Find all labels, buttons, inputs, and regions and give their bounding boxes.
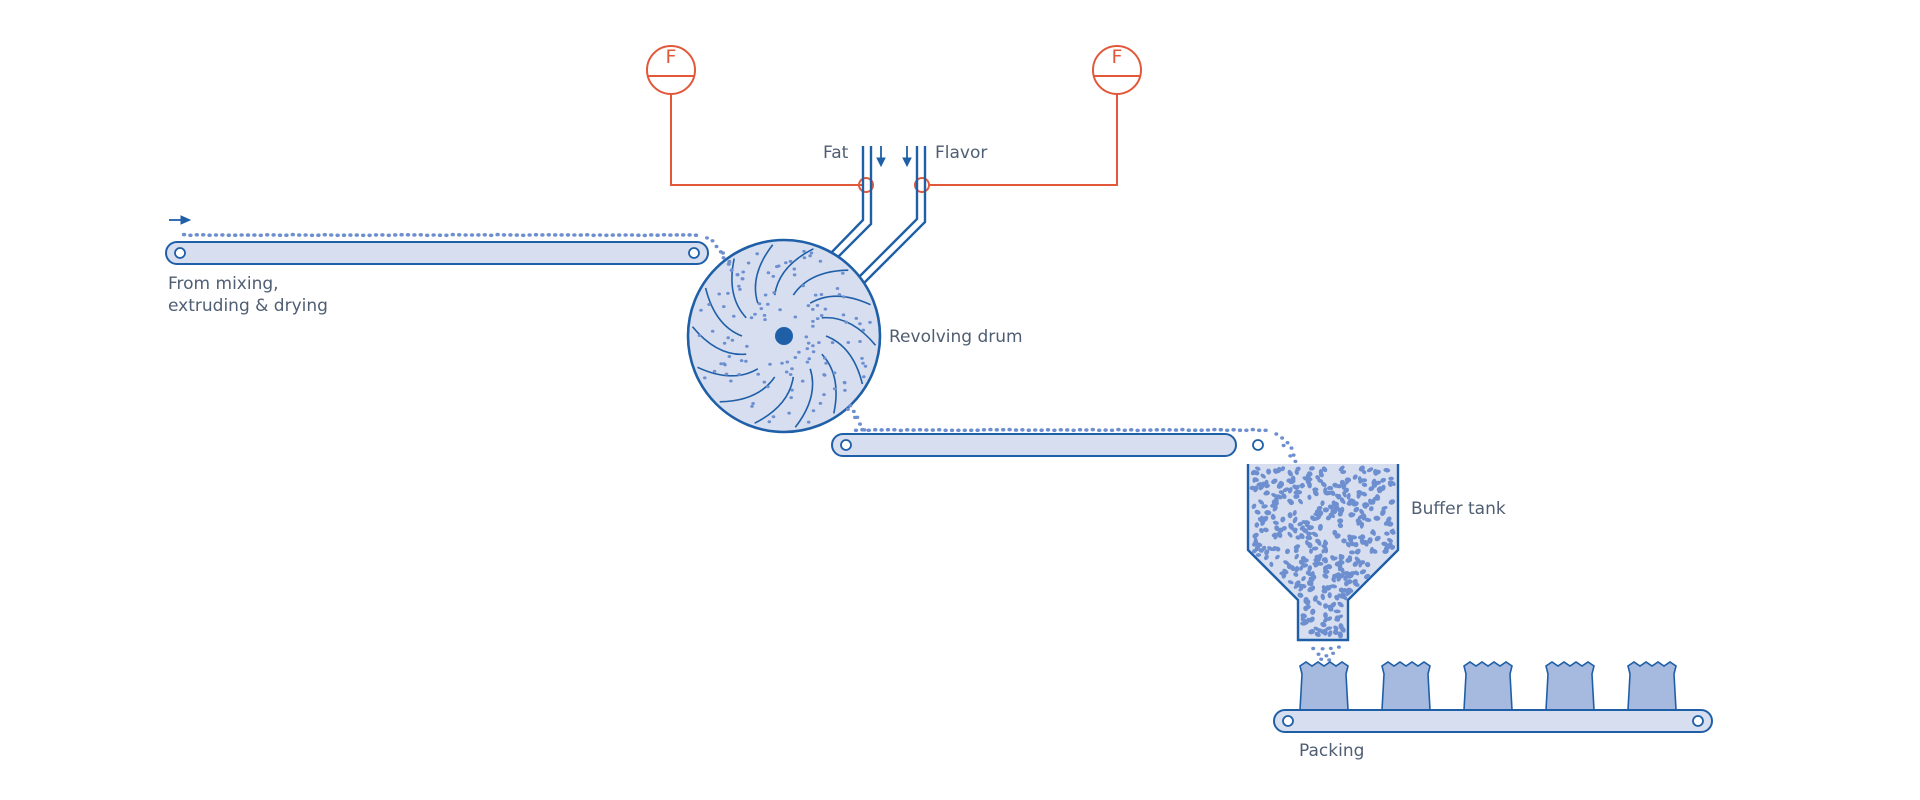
from-mixing-label-line1: From mixing, [168,274,279,294]
from-mixing-label-line2: extruding & drying [168,296,328,316]
flow-meter-left-label: F [665,46,677,68]
drum-outfeed-stream [845,404,867,432]
packing-bag [1627,661,1677,711]
flow-meter-right [914,45,1142,193]
packing-bag [1381,661,1431,711]
drum-infeed-stream [705,236,745,281]
buffer-tank-discharge-stream [1311,645,1341,662]
packing-bags [1299,661,1677,711]
revolving-drum-label: Revolving drum [889,327,1023,347]
packing-bag [1463,661,1513,711]
packing-conveyor [1273,709,1713,733]
fat-pipe [827,146,873,262]
infeed-conveyor [165,241,709,265]
fat-flow-arrow-icon [876,146,886,168]
flavor-flow-arrow-icon [902,146,912,168]
packing-bag [1299,661,1349,711]
packing-bag [1545,661,1595,711]
drum-hub [775,327,793,345]
buffer-tank-contents [1249,465,1396,639]
drum-outfeed-conveyor [831,433,1264,457]
flow-meter-left [646,45,874,193]
fat-label: Fat [823,143,849,163]
revolving-drum [686,238,882,434]
flow-meter-right-label: F [1111,46,1123,68]
infeed-product-stream [181,232,699,238]
flavor-pipe [857,146,927,285]
buffer-tank-label: Buffer tank [1411,499,1506,519]
flavor-label: Flavor [935,143,988,163]
packing-label: Packing [1299,741,1365,761]
buffer-tank-infeed-stream [1274,432,1298,464]
flow-direction-arrow-icon [169,215,192,225]
conveyor-product-stream [853,427,1268,433]
